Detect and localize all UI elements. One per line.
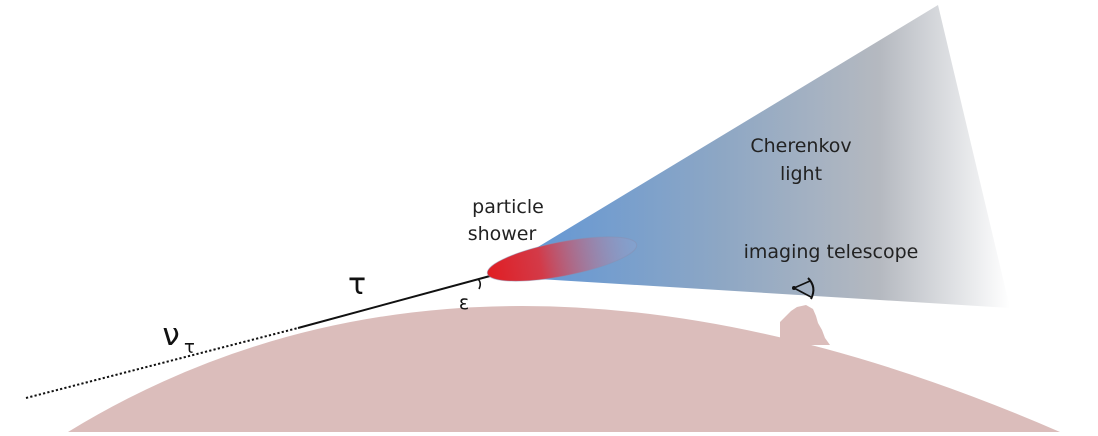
- tau-label: τ: [348, 267, 366, 302]
- tau-track: [297, 275, 491, 329]
- neutrino-track: [25, 327, 299, 399]
- epsilon-label: ε: [459, 292, 469, 314]
- particle-shower-label-line2: shower: [468, 223, 537, 245]
- telescope-icon: [792, 277, 815, 300]
- cherenkov-label-line2: light: [780, 163, 822, 185]
- telescope-mountain: [780, 305, 830, 345]
- particle-shower-label-line1: particle: [472, 196, 544, 218]
- neutrino-subscript-label: τ: [184, 337, 195, 358]
- neutrino-label: ν: [162, 317, 179, 353]
- cherenkov-light-cone: [490, 5, 1010, 308]
- imaging-telescope-label: imaging telescope: [744, 241, 919, 263]
- particle-shower: [486, 236, 638, 282]
- elevation-angle-arc: [477, 278, 482, 290]
- earth-surface: [68, 306, 1060, 432]
- cherenkov-label-line1: Cherenkov: [750, 135, 851, 157]
